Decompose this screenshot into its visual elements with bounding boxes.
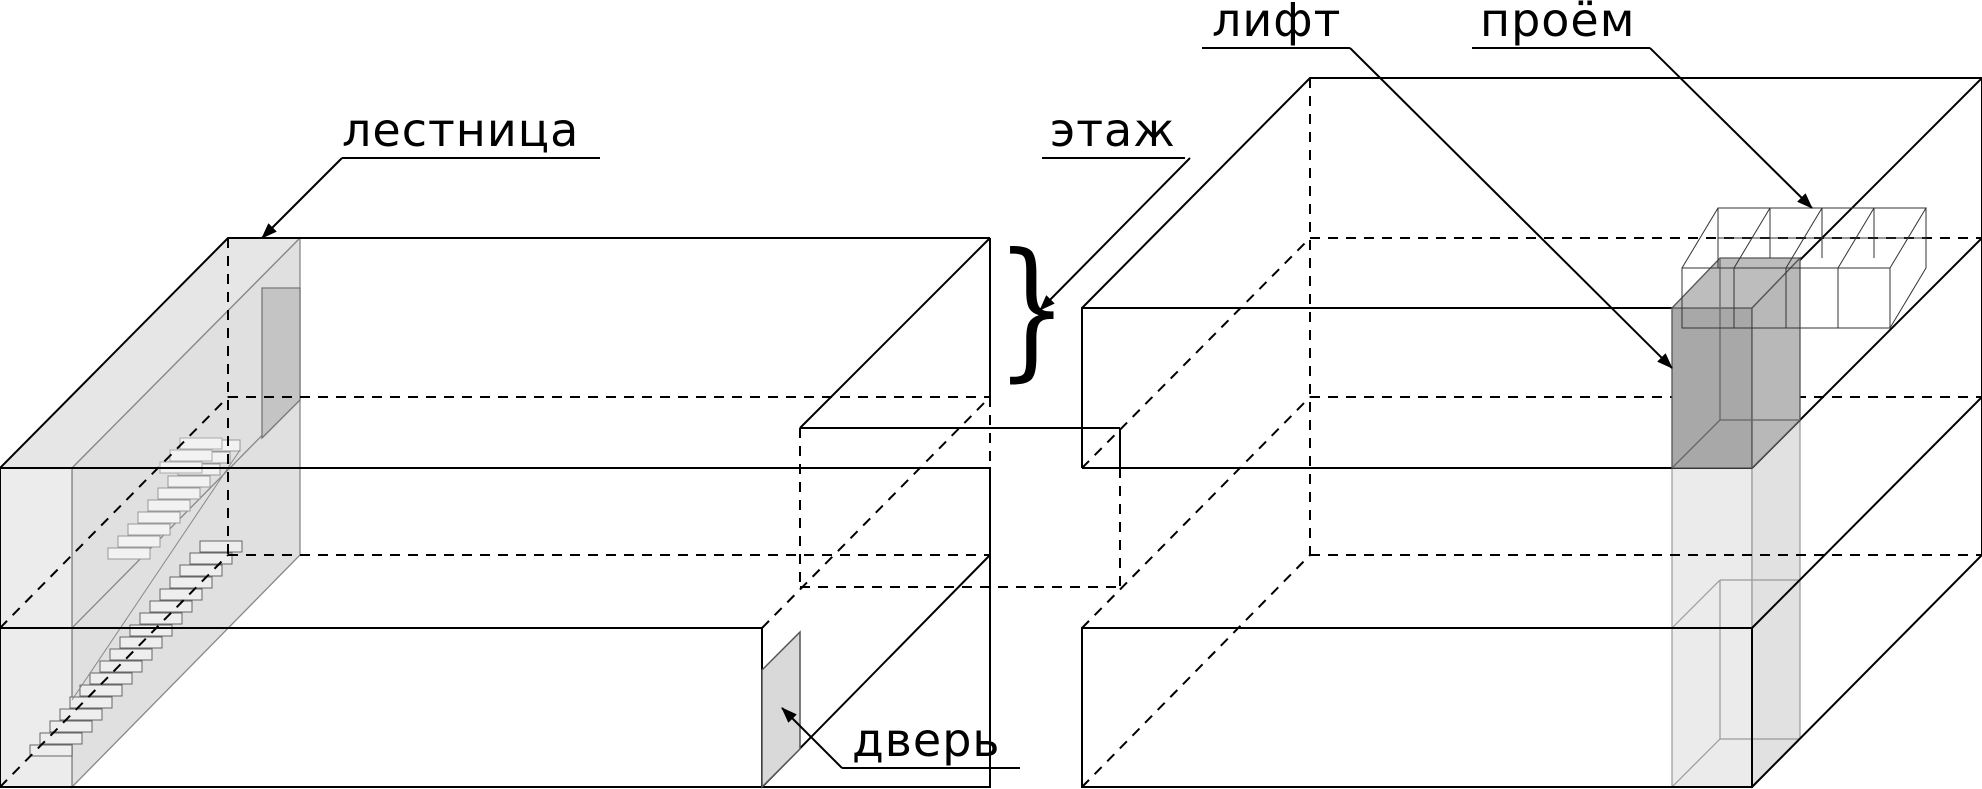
- door: [761, 630, 801, 789]
- label-floor: этаж: [1050, 103, 1176, 157]
- label-opening: проём: [1480, 0, 1635, 47]
- label-door: дверь: [852, 713, 1001, 767]
- opening-wireframe: [1681, 207, 1927, 329]
- annotations: [261, 47, 1813, 769]
- floor-brace: }: [996, 222, 1068, 396]
- elevator-shaft: [1670, 256, 1802, 470]
- left-building: [0, 236, 1121, 789]
- label-stairs: лестница: [342, 103, 579, 157]
- elevator-shaft-lower: [1671, 418, 1801, 789]
- right-building: [1081, 77, 1982, 789]
- label-elevator: лифт: [1212, 0, 1341, 47]
